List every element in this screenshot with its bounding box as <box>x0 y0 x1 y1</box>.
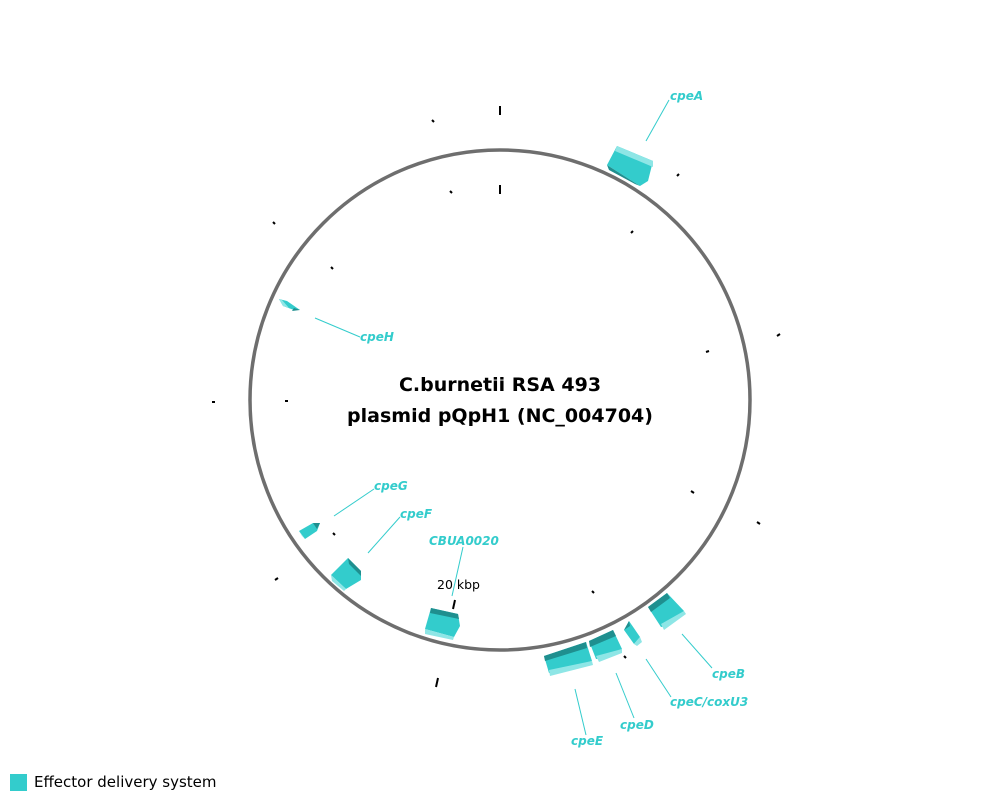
gene-arrow-cpeG[interactable] <box>299 523 320 539</box>
tick-minor <box>756 521 761 525</box>
tick-minor <box>272 221 276 225</box>
gene-labels: cpeA cpeB cpeC/coxU3 cpeD cpeE CBUA0020 … <box>360 89 748 748</box>
tick-minor <box>623 655 627 659</box>
gene-arrow-cpeF[interactable] <box>331 558 361 591</box>
gene-arrow-cpeC[interactable] <box>624 621 642 646</box>
gene-label-cpeH[interactable]: cpeH <box>360 330 394 344</box>
tick-minor <box>591 590 595 594</box>
leader-cpeE <box>574 688 587 736</box>
gene-arrow-cpeA[interactable] <box>607 146 653 186</box>
leader-cpeD <box>615 672 635 719</box>
tick-major-20kbp <box>452 599 456 610</box>
leader-cpeB <box>681 633 713 669</box>
gene-label-leaders <box>314 99 713 736</box>
gene-arrow-cpeD[interactable] <box>589 630 622 662</box>
gene-label-cpeF[interactable]: cpeF <box>400 507 433 521</box>
leader-cpeH <box>314 317 361 338</box>
leader-cpeA <box>645 99 670 142</box>
tick-minor <box>690 490 695 494</box>
gene-features <box>279 146 686 676</box>
tick-minor <box>330 266 334 270</box>
tick-minor <box>332 532 336 536</box>
tick-minor <box>676 173 680 177</box>
tick-minor <box>630 230 634 234</box>
gene-arrow-cpeH[interactable] <box>279 299 300 311</box>
leader-cpeC <box>645 658 672 698</box>
scale-label: 20 kbp <box>437 577 480 592</box>
gene-label-cpeD[interactable]: cpeD <box>620 718 654 732</box>
gene-arrow-CBUA0020[interactable] <box>425 608 460 640</box>
plasmid-backbone <box>248 148 752 652</box>
gene-label-cpeG[interactable]: cpeG <box>374 479 408 493</box>
gene-label-cpeE[interactable]: cpeE <box>571 734 604 748</box>
tick-minor <box>705 350 710 353</box>
tick-major-outer-bottom <box>435 677 439 688</box>
legend-swatch <box>10 773 27 791</box>
gene-label-cpeB[interactable]: cpeB <box>712 667 745 681</box>
tick-minor <box>431 119 435 123</box>
gene-label-cpeA[interactable]: cpeA <box>670 89 703 103</box>
leader-cpeF <box>367 516 401 554</box>
legend: Effector delivery system <box>10 773 217 791</box>
tick-minor <box>776 333 781 337</box>
leader-CBUA0020 <box>451 546 464 597</box>
gene-label-CBUA0020[interactable]: CBUA0020 <box>429 534 499 548</box>
leader-cpeG <box>333 488 375 517</box>
tick-minor <box>449 190 453 194</box>
gene-label-cpeC[interactable]: cpeC/coxU3 <box>670 695 748 709</box>
tick-marks <box>212 106 781 688</box>
gene-arrow-cpeE[interactable] <box>544 642 593 676</box>
gene-arrow-cpeB[interactable] <box>648 593 686 630</box>
map-title-line1: C.burnetii RSA 493 <box>399 374 601 396</box>
map-title-line2: plasmid pQpH1 (NC_004704) <box>347 405 653 427</box>
legend-label: Effector delivery system <box>34 773 217 791</box>
tick-minor <box>274 577 279 581</box>
